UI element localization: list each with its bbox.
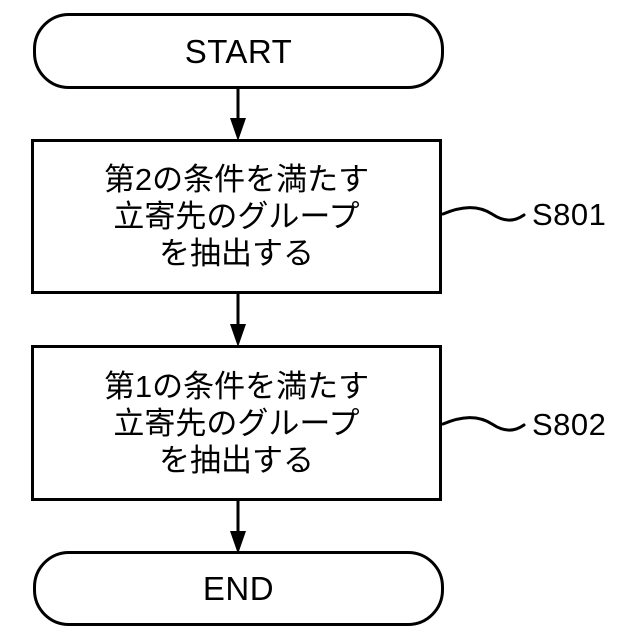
edge-step2-to-end [230,501,246,554]
node-process-s801: 第2の条件を満たす 立寄先のグループ を抽出する [31,139,442,294]
node-start-label: START [184,32,293,70]
node-process-s801-text: 第2の条件を満たす 立寄先のグループ を抽出する [103,162,370,271]
leader-line-s801 [441,206,526,222]
node-end: END [33,551,444,626]
leader-line-s802 [441,416,526,432]
edge-step1-to-step2 [230,294,246,347]
edge-start-to-step1 [230,89,246,141]
node-start: START [33,13,444,89]
node-end-label: END [202,570,275,607]
node-process-s802-text: 第1の条件を満たす 立寄先のグループ を抽出する [103,368,370,478]
step-ref-s802: S802 [532,407,607,442]
node-process-s802: 第1の条件を満たす 立寄先のグループ を抽出する [31,345,442,501]
step-ref-s801: S801 [532,197,607,232]
